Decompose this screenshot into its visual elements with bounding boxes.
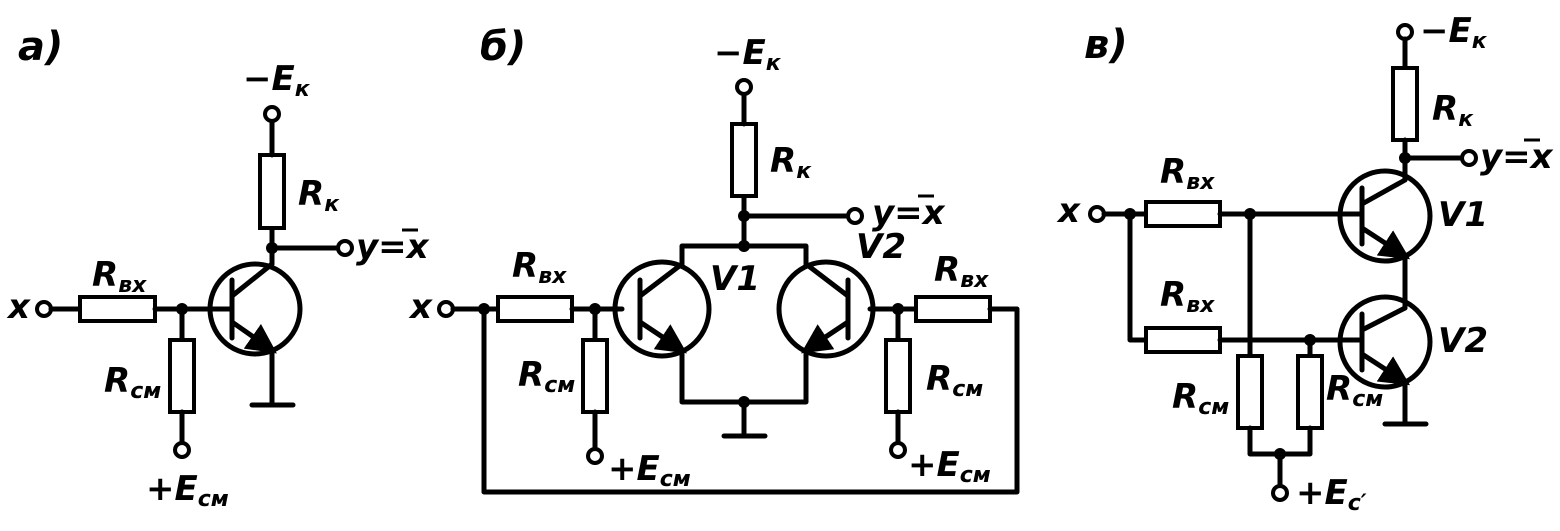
panel-b-v1-collector <box>637 261 685 299</box>
panel-a-supply-terminal <box>263 105 281 123</box>
panel-b-v1-label: V1 <box>710 259 760 299</box>
panel-b-r-collector <box>730 122 758 198</box>
panel-b-label: б) <box>480 24 526 70</box>
panel-b-bias-supply-2-label: +Eсм <box>908 445 991 488</box>
panel-a-r-input-label: Rвх <box>92 255 147 298</box>
panel-c-r-bias-1 <box>1236 354 1264 430</box>
panel-b-transistor-v1 <box>612 259 712 359</box>
panel-b: б) x Rвх Rсм +Eсм V1 V2 <box>408 24 1020 495</box>
panel-b-r-input-2-label: Rвх <box>934 250 989 293</box>
panel-c-output-label: y=x <box>1480 137 1554 177</box>
panel-c-output-terminal <box>1460 149 1478 167</box>
panel-c-bias-terminal <box>1271 484 1289 502</box>
panel-b-bias-terminal-1 <box>586 447 604 465</box>
panel-b-supply-terminal <box>735 78 753 96</box>
panel-c-r-bias-1-label: Rсм <box>1172 377 1229 420</box>
panel-b-feedback-wire <box>481 306 1020 495</box>
panel-c-wire <box>1127 211 1149 343</box>
panel-c-v1-label: V1 <box>1438 195 1488 235</box>
panel-a-transistor <box>207 261 303 357</box>
panel-c-r-bias-2 <box>1296 354 1324 430</box>
panel-b-output-label: y=x <box>872 193 946 233</box>
panel-b-r-bias-1-label: Rсм <box>518 355 575 398</box>
panel-a-output-label: y=x <box>356 227 430 267</box>
panel-b-emitter-bus <box>679 347 809 405</box>
panel-b-v2-label: V2 <box>856 227 906 267</box>
panel-c-label: в) <box>1084 22 1128 68</box>
panel-b-r-input-1-label: Rвх <box>512 246 567 289</box>
panel-b-input-label: x <box>408 287 433 327</box>
panel-a-transistor-collector <box>229 261 275 299</box>
panel-a-r-input <box>78 295 157 323</box>
panel-b-supply-label: −Eк <box>714 33 782 76</box>
panel-b-v1-emitter <box>637 319 687 354</box>
panel-c-r-input-1-label: Rвх <box>1160 152 1215 195</box>
panel-c: в) −Eк Rк y=x V1 V2 x <box>1056 11 1554 516</box>
panel-a: а) x Rвх Rсм +Eсм −Eк Rк y=x <box>6 24 430 512</box>
panel-b-r-collector-label: Rк <box>770 141 812 184</box>
panel-a-input-label: x <box>6 287 31 327</box>
panel-c-bias-supply-label: +Eс′ <box>1296 473 1367 516</box>
panel-c-v2-collector <box>1359 305 1408 333</box>
panel-c-r-collector <box>1391 66 1419 142</box>
panel-c-r-input-2 <box>1144 326 1222 354</box>
panel-b-output-terminal <box>846 207 864 225</box>
panel-c-r-bias-2-label: Rсм <box>1326 369 1383 412</box>
panel-a-r-collector <box>258 153 286 230</box>
panel-c-v2-label: V2 <box>1438 321 1488 361</box>
panel-b-bias-terminal-2 <box>889 441 907 459</box>
panel-a-r-collector-label: Rк <box>298 174 340 217</box>
panel-a-supply-label: −Eк <box>243 59 311 102</box>
panel-c-v1-emitter <box>1359 225 1411 260</box>
panel-a-output-terminal <box>336 239 354 257</box>
panel-b-r-input-2 <box>914 295 992 323</box>
panel-a-transistor-emitter <box>229 319 277 354</box>
panel-a-label: а) <box>18 24 63 70</box>
panel-b-v2-collector <box>803 261 851 299</box>
panel-b-v2-emitter <box>801 319 851 354</box>
panel-c-r-input-2-label: Rвх <box>1160 275 1215 318</box>
panel-c-input-label: x <box>1056 191 1081 231</box>
panel-c-v1-collector <box>1359 177 1408 207</box>
panel-c-r-collector-label: Rк <box>1432 89 1474 132</box>
panel-c-supply-label: −Eк <box>1420 11 1488 54</box>
panel-a-r-bias-label: Rсм <box>104 361 161 404</box>
panel-b-r-bias-2-label: Rсм <box>926 359 983 402</box>
panel-b-r-bias-2 <box>884 338 912 414</box>
panel-b-bias-supply-1-label: +Eсм <box>608 449 691 492</box>
panel-a-bias-supply-label: +Eсм <box>146 469 229 512</box>
panel-b-r-bias-1 <box>581 338 609 414</box>
panel-a-bias-terminal <box>173 441 191 459</box>
panel-c-v2-emitter <box>1359 351 1411 386</box>
panel-c-r-input-1 <box>1144 200 1222 228</box>
panel-b-r-input-1 <box>496 295 574 323</box>
panel-a-r-bias <box>168 338 196 414</box>
